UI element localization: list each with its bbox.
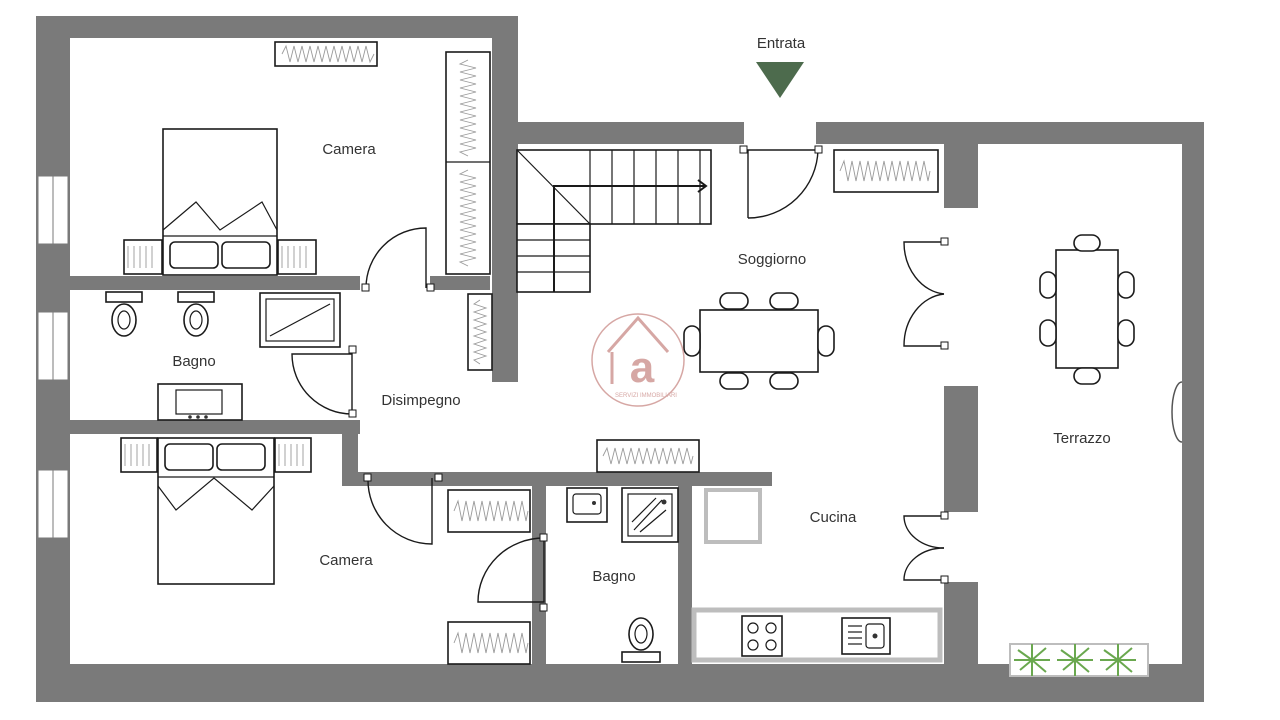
camera-top-furniture bbox=[123, 41, 491, 292]
watermark-caption: SERVIZI IMMOBILIARI bbox=[615, 393, 677, 399]
disimpegno-fixtures bbox=[467, 293, 493, 371]
cucina-fixtures bbox=[691, 488, 949, 663]
walls bbox=[36, 16, 1204, 702]
room-label-cucina: Cucina bbox=[810, 509, 857, 526]
soggiorno-furniture bbox=[596, 145, 949, 473]
bagno-center-fixtures bbox=[566, 487, 679, 663]
planter-plants bbox=[1014, 644, 1136, 676]
entrance-label: Entrata bbox=[757, 35, 806, 52]
terrazzo-furniture bbox=[1009, 234, 1149, 677]
room-label-camera-bottom: Camera bbox=[319, 552, 373, 569]
room-label-soggiorno: Soggiorno bbox=[738, 251, 806, 268]
watermark-letter: a bbox=[630, 343, 655, 392]
room-label-disimpegno: Disimpegno bbox=[381, 392, 460, 409]
bagno-left-fixtures bbox=[105, 291, 357, 421]
watermark-logo: a SERVIZI IMMOBILIARI bbox=[591, 313, 685, 407]
entrance-marker: Entrata bbox=[756, 35, 806, 98]
room-label-bagno-center: Bagno bbox=[592, 568, 635, 585]
room-label-terrazzo: Terrazzo bbox=[1053, 430, 1111, 447]
camera-bottom-furniture bbox=[120, 437, 548, 665]
room-label-camera-top: Camera bbox=[322, 141, 376, 158]
room-label-bagno-left: Bagno bbox=[172, 353, 215, 370]
staircase bbox=[516, 149, 712, 293]
